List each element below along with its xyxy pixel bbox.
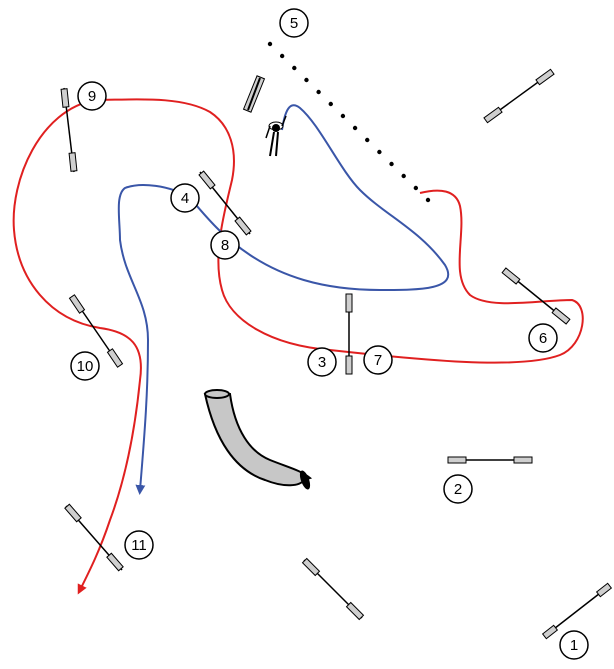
weave-pole [340,113,346,119]
weave-pole [316,89,321,95]
jump-1 [541,582,613,640]
svg-text:5: 5 [290,15,298,32]
number-marker-1: 1 [559,630,589,660]
weave-pole [328,101,333,107]
number-marker-6: 6 [528,323,558,353]
jump-9 [60,87,78,173]
svg-text:6: 6 [539,330,547,347]
red-handler-path [12,98,584,595]
weave-pole [413,185,419,191]
svg-text:2: 2 [454,481,462,498]
number-marker-9: 9 [77,81,107,111]
svg-text:9: 9 [88,88,96,105]
handler-figure [265,115,287,157]
svg-text:7: 7 [374,352,382,369]
jump-10 [68,294,124,368]
tunnel [203,389,313,490]
number-marker-4: 4 [170,183,200,213]
weave-pole [389,161,394,167]
jump-11 [64,503,124,572]
number-marker-10: 10 [70,351,100,381]
jump-3 [345,293,353,375]
weave-pole [365,137,370,143]
weave-pole [401,173,406,179]
svg-text:1: 1 [570,637,578,654]
number-marker-7: 7 [363,345,393,375]
jump-unnumbered-top-right [483,68,555,124]
svg-text:8: 8 [221,237,229,254]
jump-unnumbered-bottom [301,557,365,621]
svg-text:4: 4 [181,190,189,207]
jump-6 [501,267,571,325]
weave-pole [292,65,297,71]
weave-pole [425,197,431,203]
weave-poles [267,41,431,203]
svg-text:3: 3 [318,354,326,371]
blue-handler-path [117,104,450,495]
number-marker-3: 3 [307,347,337,377]
jump-unnumbered-top-left [242,75,266,113]
weave-pole [267,41,273,47]
number-marker-5: 5 [279,8,309,38]
number-marker-8: 8 [210,230,240,260]
weave-pole [352,125,358,131]
number-marker-2: 2 [443,474,473,504]
weave-pole [377,149,382,155]
svg-text:10: 10 [77,358,94,375]
jump-4 [198,170,252,236]
number-marker-11: 11 [124,530,154,560]
svg-text:11: 11 [131,537,147,554]
weave-pole [304,77,309,83]
weave-pole [279,53,285,59]
jump-2 [447,456,533,464]
